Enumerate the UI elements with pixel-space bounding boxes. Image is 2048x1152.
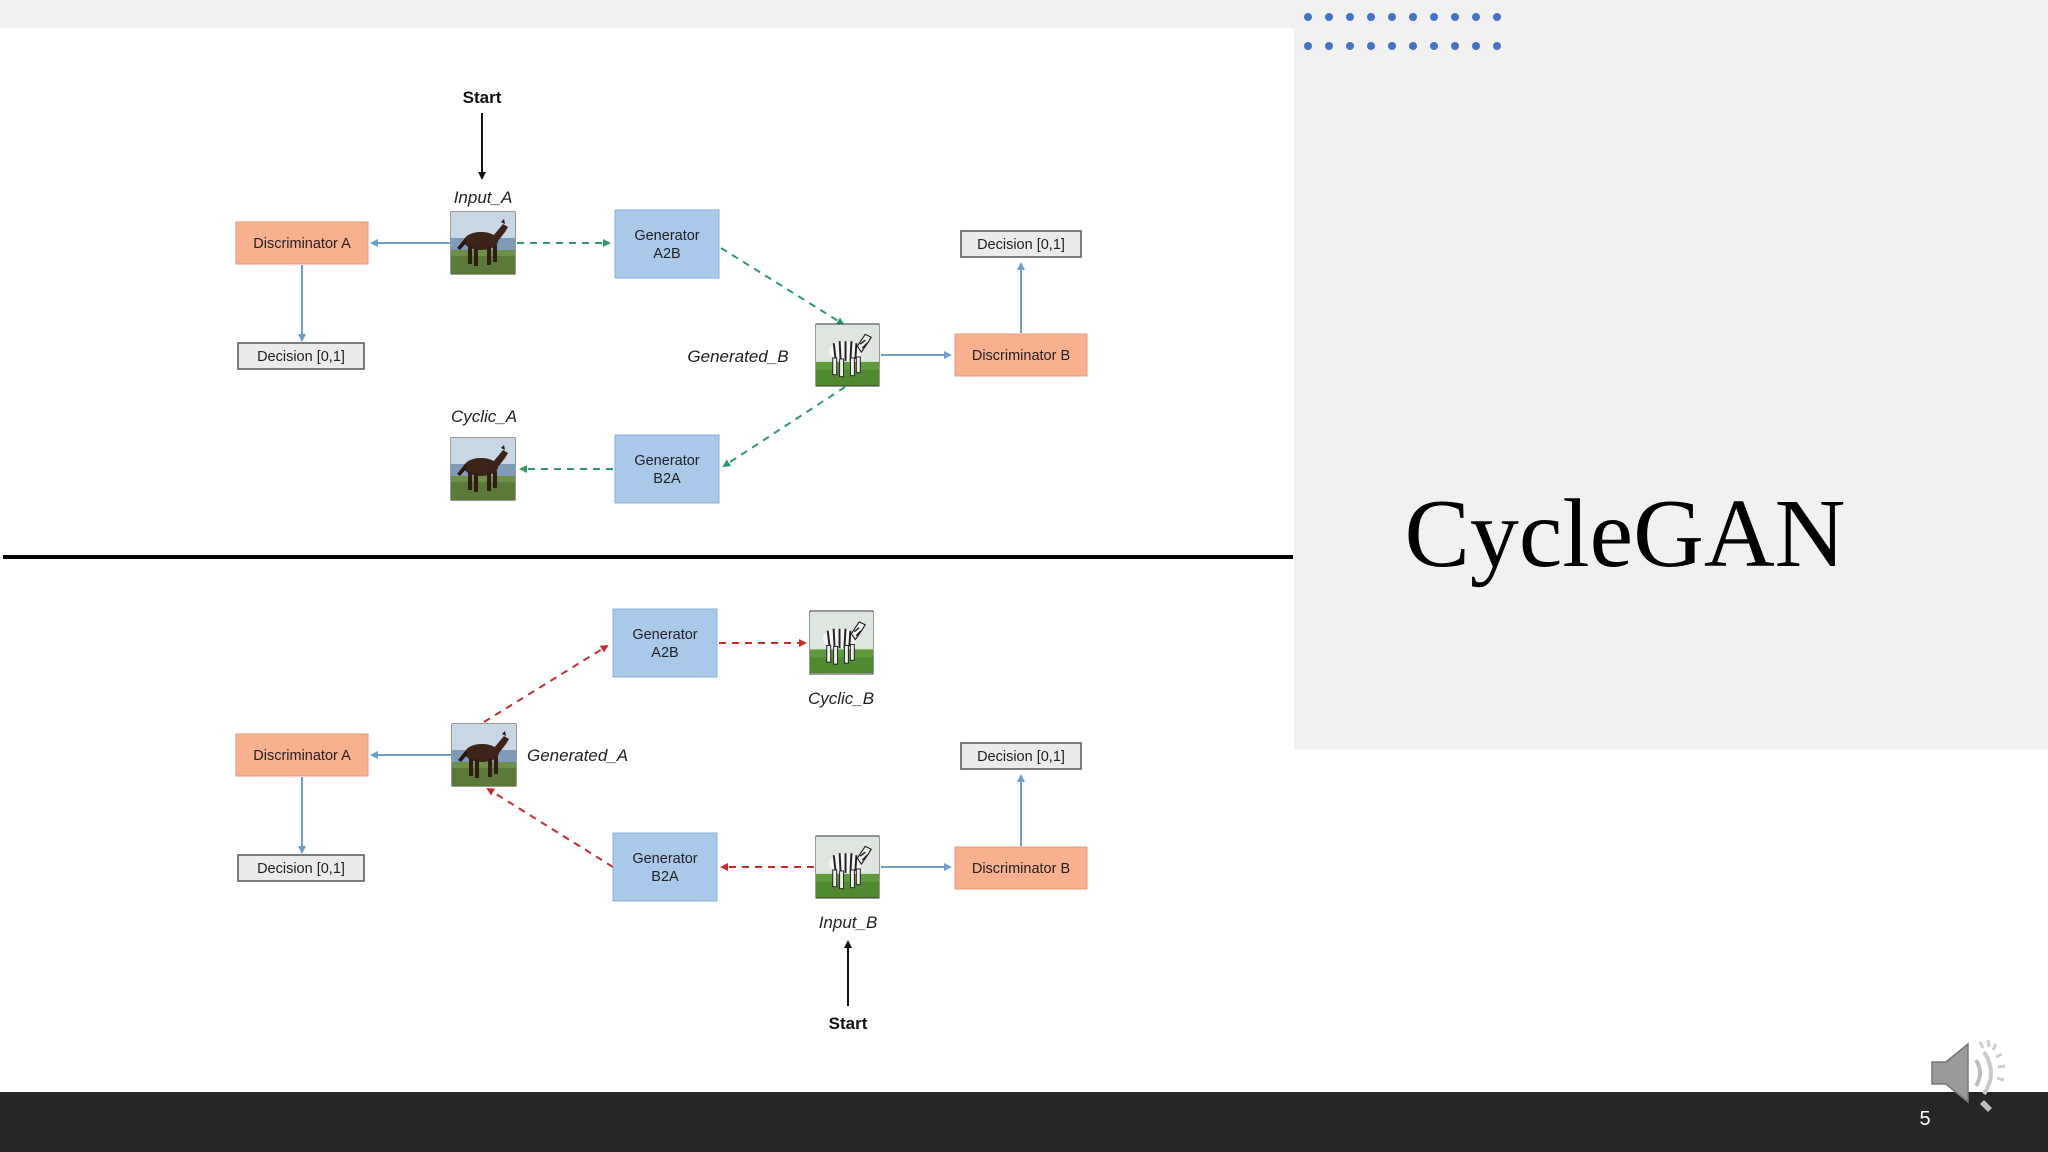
bottom-generated-a-to-gen-a2b-arrow — [483, 644, 609, 723]
top-start-label: Start — [463, 88, 502, 107]
speaker-icon[interactable] — [1928, 1036, 2010, 1112]
top-generator-b2a-line2: B2A — [653, 471, 681, 487]
bottom-cyclic-b-label: Cyclic_B — [808, 689, 874, 708]
zebra-image-icon — [810, 611, 873, 674]
bottom-discriminator-a-label: Discriminator A — [253, 748, 351, 764]
top-cyclic-a-image — [450, 437, 516, 501]
bottom-decision-b: Decision [0,1] — [960, 742, 1082, 770]
bottom-start-label: Start — [829, 1014, 868, 1033]
bottom-input-b-label: Input_B — [819, 913, 878, 932]
top-generator-a2b: Generator A2B — [614, 209, 720, 279]
bottom-generated-a-image — [451, 723, 517, 787]
bottom-discriminator-b-label: Discriminator B — [972, 861, 1070, 877]
zebra-image-icon — [816, 836, 879, 898]
slide-title: CycleGAN — [1404, 480, 1846, 588]
bottom-generator-b2a: Generator B2A — [612, 832, 718, 902]
top-generator-a2b-line1: Generator — [634, 228, 699, 244]
top-decision-b-label: Decision [0,1] — [977, 237, 1065, 253]
top-gen-a2b-to-generated-b-arrow — [720, 247, 845, 326]
bottom-decision-a: Decision [0,1] — [237, 854, 365, 882]
horse-image-icon — [451, 438, 515, 500]
bottom-generated-a-label: Generated_A — [527, 746, 628, 765]
bottom-discriminator-b: Discriminator B — [954, 846, 1088, 890]
page-number: 5 — [1919, 1108, 1931, 1130]
top-generator-b2a: Generator B2A — [614, 434, 720, 504]
bottom-generator-b2a-line2: B2A — [651, 869, 679, 885]
zebra-image-icon — [816, 324, 879, 386]
top-strip — [0, 0, 1294, 28]
bottom-decision-a-label: Decision [0,1] — [257, 861, 345, 877]
cyclegan-diagram: Start Input_A Discriminator A Decision [… — [3, 13, 1501, 1033]
top-decision-a: Decision [0,1] — [237, 342, 365, 370]
top-cyclic-a-label: Cyclic_A — [451, 407, 517, 426]
top-generated-b-label: Generated_B — [687, 347, 788, 366]
bottom-generator-b2a-line1: Generator — [632, 851, 697, 867]
bottom-generator-a2b-line2: A2B — [651, 645, 678, 661]
bottom-cycle: Generator A2B Cyclic_B Discriminator A G… — [235, 608, 1088, 1033]
top-discriminator-b: Discriminator B — [954, 333, 1088, 377]
horse-image-icon — [452, 724, 516, 786]
top-discriminator-b-label: Discriminator B — [972, 348, 1070, 364]
footer-bar — [0, 1092, 2048, 1152]
top-cycle: Start Input_A Discriminator A Decision [… — [235, 88, 1088, 504]
bottom-gen-b2a-to-generated-a-arrow — [486, 787, 614, 868]
top-generator-b2a-line1: Generator — [634, 453, 699, 469]
horse-image-icon — [451, 212, 515, 274]
bottom-generator-a2b-line1: Generator — [632, 627, 697, 643]
top-discriminator-a: Discriminator A — [235, 221, 369, 265]
top-input-a-image — [450, 211, 516, 275]
top-discriminator-a-label: Discriminator A — [253, 236, 351, 252]
top-decision-b: Decision [0,1] — [960, 230, 1082, 258]
title-panel — [1294, 0, 2048, 750]
bottom-cyclic-b-image — [809, 610, 874, 675]
top-input-a-label: Input_A — [454, 188, 513, 207]
top-generated-b-to-gen-b2a-arrow — [722, 386, 846, 468]
top-generator-a2b-line2: A2B — [653, 246, 680, 262]
bottom-generator-a2b: Generator A2B — [612, 608, 718, 678]
bottom-decision-b-label: Decision [0,1] — [977, 749, 1065, 765]
bottom-input-b-image — [815, 835, 880, 899]
top-decision-a-label: Decision [0,1] — [257, 349, 345, 365]
dot-pattern-decoration — [1304, 13, 1501, 50]
top-generated-b-image — [815, 323, 880, 387]
diagram-frame — [3, 28, 1293, 1092]
bottom-discriminator-a: Discriminator A — [235, 733, 369, 777]
